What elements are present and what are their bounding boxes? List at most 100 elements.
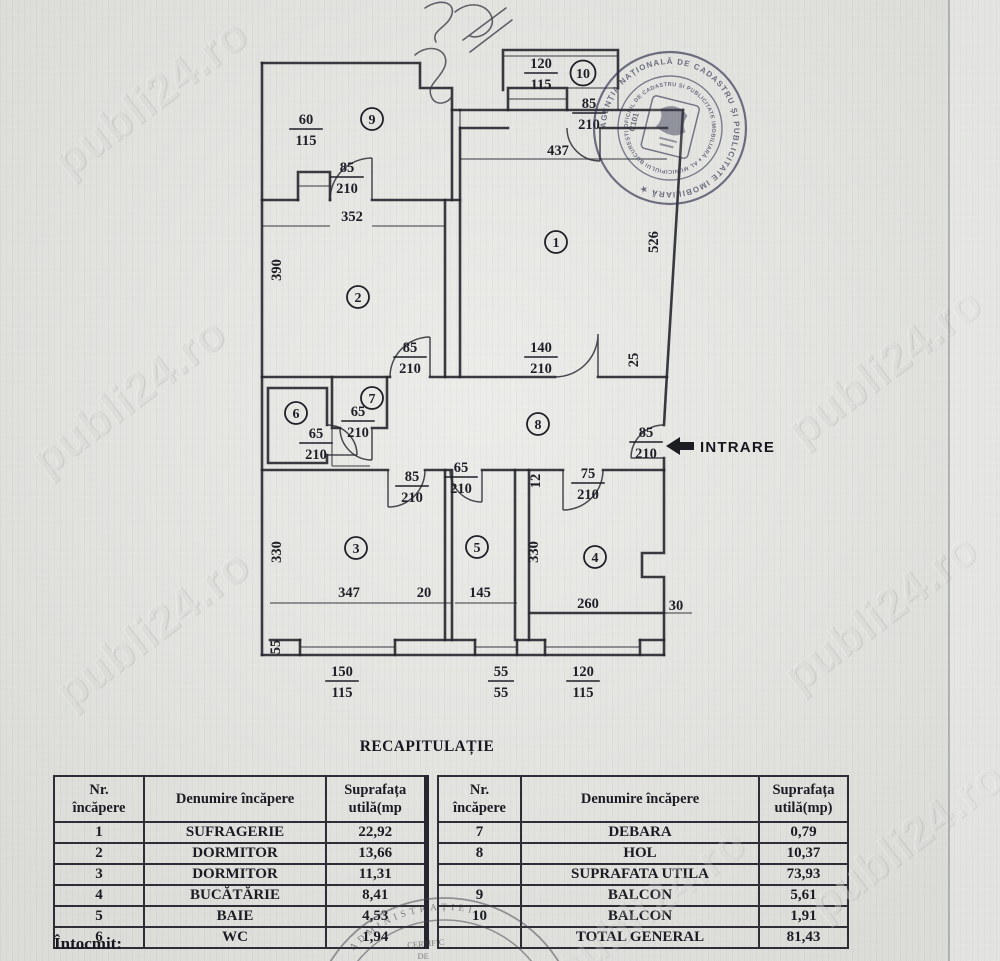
room-name-cell: SUFRAGERIE [143, 821, 327, 844]
room-number-text: 3 [353, 542, 360, 557]
room-name-cell: WC [143, 926, 327, 949]
stamp-emblem [640, 95, 700, 159]
fraction-denominator: 115 [573, 685, 594, 701]
dimension-label: 145 [469, 585, 491, 601]
door-window-size-labels: 6011585210120115852108521014021085210652… [289, 56, 663, 701]
prepared-by-label: Întocmit: [54, 934, 122, 953]
room-name-cell: BUCĂTĂRIE [143, 884, 327, 907]
room-number-cell: 1 [53, 821, 145, 844]
room-name-cell: DEBARA [520, 821, 760, 844]
stamp-inner-ring-text: OFICIUL DE CADASTRU ȘI PUBLICITATE IMOBI… [624, 82, 716, 174]
recap-column-header: Suprafața utilă(mp [325, 775, 427, 823]
room-number-text: 7 [369, 392, 376, 407]
area-value-cell: 5,61 [758, 884, 849, 907]
entrance-label: INTRARE [700, 439, 775, 456]
room-number-circle [465, 535, 489, 559]
area-value-cell: 1,91 [758, 905, 849, 928]
fraction-denominator: 210 [347, 425, 369, 441]
watermark: publi24.ro [20, 306, 236, 486]
room-number-cell: 5 [53, 905, 145, 928]
room-number-circle [544, 230, 568, 254]
fraction-numerator: 120 [530, 56, 552, 72]
fraction-denominator: 210 [530, 361, 552, 377]
room-number-text: 8 [535, 418, 542, 433]
room-number-cell: 7 [437, 821, 522, 844]
room-number-cell: 4 [53, 884, 145, 907]
paper-edge-outside [950, 0, 1000, 961]
fraction-denominator: 210 [450, 481, 472, 497]
area-value-cell: 13,66 [325, 842, 427, 865]
room-number-cell: 3 [53, 863, 145, 886]
room-name-cell: HOL [520, 842, 760, 865]
walls [260, 48, 692, 657]
recap-column-header: Denumire încăpere [143, 775, 327, 823]
room-number-circle [360, 107, 384, 131]
fraction-denominator: 115 [296, 133, 317, 149]
room-number-cell: 9 [437, 884, 522, 907]
stamp-code: C101 [627, 111, 641, 132]
room-number-circle [344, 536, 368, 560]
room-number-circle [360, 386, 384, 410]
dimension-label: 25 [626, 353, 642, 368]
cadastre-stamp: AGENȚIA NAȚIONALĂ DE CADASTRU ȘI PUBLICI… [592, 50, 748, 206]
room-number-circle [569, 59, 597, 87]
room-name-cell: SUPRAFATA UTILA [520, 863, 760, 886]
room-name-cell: BALCON [520, 884, 760, 907]
room-number-circle [526, 412, 550, 436]
bottom-stamp-line2: DE [418, 951, 429, 961]
svg-text:AGENȚIA NAȚIONALĂ DE CADASTRU: AGENȚIA NAȚIONALĂ DE CADASTRU ȘI PUBLICI… [599, 57, 741, 199]
dimension-label: 20 [417, 585, 432, 601]
room-number-text: 1 [553, 236, 560, 251]
room-number-badge: 4 [583, 545, 607, 569]
recap-column-header: Denumire încăpere [520, 775, 760, 823]
fraction-numerator: 65 [351, 404, 366, 420]
room-number-text: 4 [592, 551, 599, 566]
room-name-cell: TOTAL GENERAL [520, 926, 760, 949]
room-number-badge: 1 [544, 230, 568, 254]
fraction-numerator: 85 [403, 340, 418, 356]
fraction-denominator: 210 [635, 446, 657, 462]
dimension-label: 330 [526, 541, 542, 563]
room-number-circle [284, 401, 308, 425]
area-value-cell: 1,94 [325, 926, 427, 949]
area-value-cell: 4,53 [325, 905, 427, 928]
room-number-cell [437, 863, 522, 886]
recap-column-header: Suprafața utilă(mp) [758, 775, 849, 823]
entrance-arrow-icon [666, 437, 694, 455]
recap-title: RECAPITULAȚIE [359, 738, 495, 755]
recap-column-header: Nr. încăpere [437, 775, 522, 823]
dimension-label: 330 [269, 541, 285, 563]
area-value-cell: 22,92 [325, 821, 427, 844]
svg-text:OFICIUL DE CADASTRU ȘI PUBLICI: OFICIUL DE CADASTRU ȘI PUBLICITATE IMOBI… [624, 82, 716, 174]
entrance-marker: INTRARE [666, 437, 775, 456]
stamp-outer-ring-text: AGENȚIA NAȚIONALĂ DE CADASTRU ȘI PUBLICI… [599, 57, 740, 199]
fraction-numerator: 85 [340, 160, 355, 176]
dimension-label: 526 [646, 231, 662, 253]
room-number-text: 6 [293, 407, 300, 422]
watermark: publi24.ro [42, 7, 258, 187]
room-number-cell: 2 [53, 842, 145, 865]
fraction-numerator: 75 [581, 466, 596, 482]
dimension-label: 260 [577, 596, 599, 612]
fraction-denominator: 210 [305, 447, 327, 463]
recap-column-header: Nr. încăpere [53, 775, 145, 823]
area-value-cell: 81,43 [758, 926, 849, 949]
